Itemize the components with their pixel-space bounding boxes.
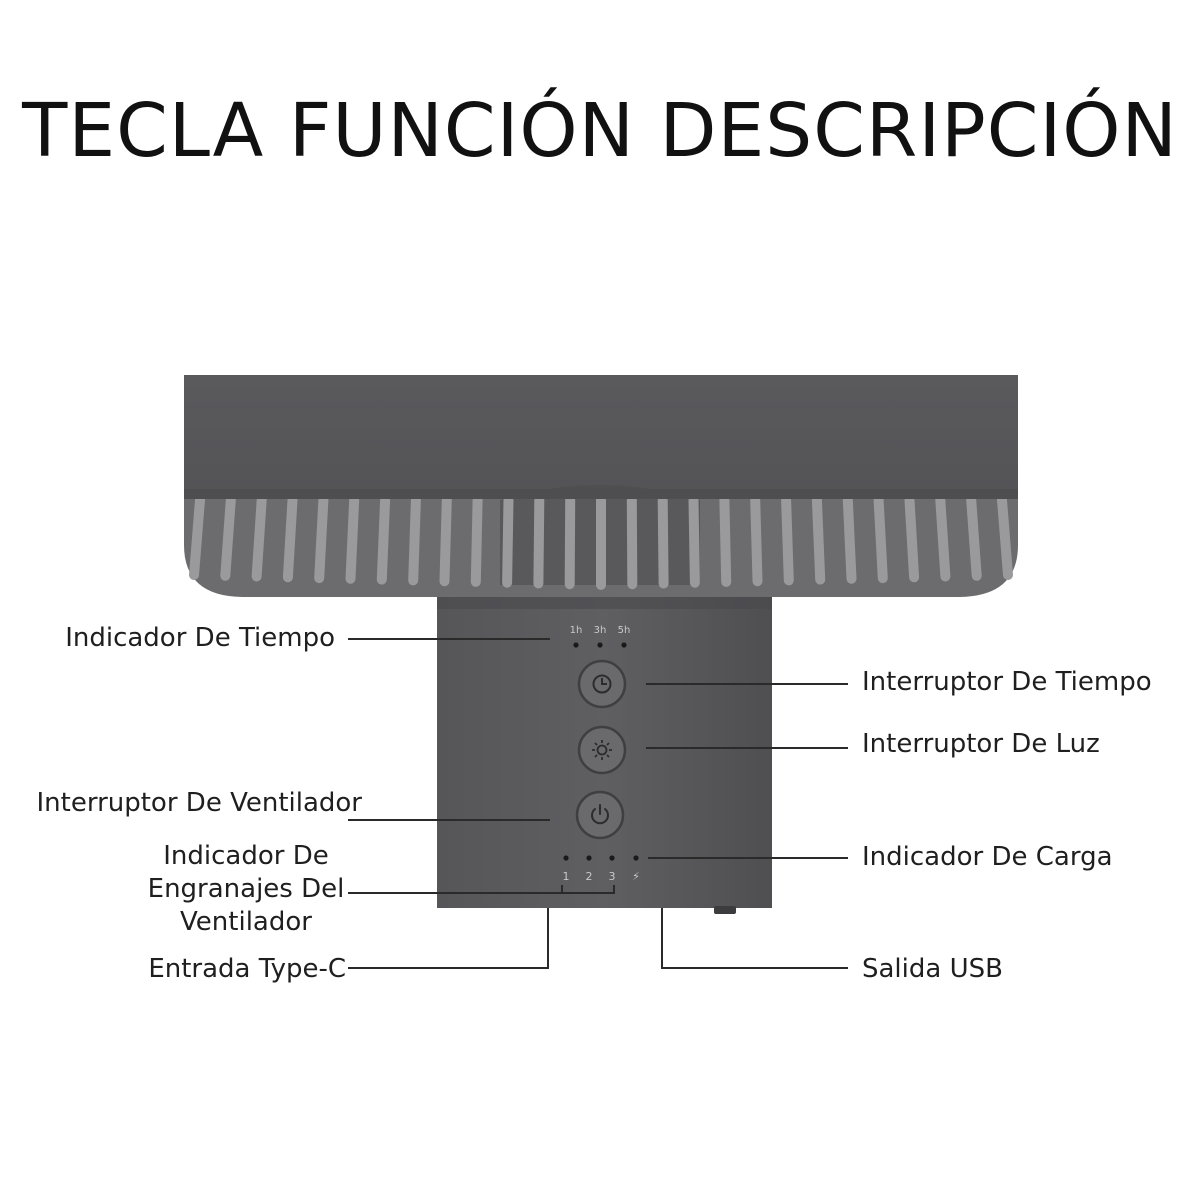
grille-bar <box>376 495 391 585</box>
timer-button[interactable] <box>577 659 627 709</box>
grille-bar <box>564 495 576 590</box>
power-icon <box>591 804 609 825</box>
leader-lines <box>348 638 848 969</box>
grille-bar <box>439 495 452 587</box>
page-title: TECLA FUNCIÓN DESCRIPCIÓN <box>22 88 1178 174</box>
label-indicador-engranajes-line1: Indicador De <box>163 841 329 871</box>
timer-mark-1h: 1h <box>570 625 583 636</box>
fan-rim <box>184 375 1018 491</box>
label-indicador-tiempo: Indicador De Tiempo <box>65 623 335 653</box>
timer-mark-3h: 3h <box>594 625 607 636</box>
timer-indicator-dots <box>573 642 627 648</box>
label-interruptor-luz: Interruptor De Luz <box>862 729 1100 759</box>
charge-indicator-dot <box>633 855 639 861</box>
grille-bar <box>842 495 857 584</box>
grille-bar <box>904 495 920 583</box>
grille-bar <box>873 495 888 584</box>
grille-bar <box>719 495 732 587</box>
grille-bar <box>345 495 360 584</box>
grille-bar <box>314 495 329 584</box>
gear-mark-1: 1 <box>563 870 570 883</box>
grille-bar <box>470 495 483 587</box>
grille-bar <box>750 495 763 587</box>
fan-grille <box>184 485 1018 597</box>
label-interruptor-ventilador: Interruptor De Ventilador <box>36 788 363 818</box>
grille-bar <box>282 495 298 583</box>
grille-bar <box>251 495 267 582</box>
grille-bar <box>189 495 205 580</box>
label-entrada-typec: Entrada Type-C <box>148 954 346 984</box>
grille-bar <box>688 495 700 588</box>
sun-icon <box>592 740 612 760</box>
grille-bar <box>533 495 545 589</box>
clock-icon <box>592 674 612 694</box>
gear-indicator-dots <box>563 855 615 861</box>
label-indicador-engranajes: Indicador De Engranajes Del Ventilador <box>140 840 352 939</box>
light-button[interactable] <box>577 725 627 775</box>
gear-mark-2: 2 <box>586 870 593 883</box>
label-indicador-engranajes-line2: Engranajes Del <box>147 874 345 904</box>
grille-bar <box>502 495 514 588</box>
grille-bar <box>220 495 236 581</box>
gear-mark-3: 3 <box>609 870 616 883</box>
timer-mark-5h: 5h <box>618 625 631 636</box>
usb-port <box>714 906 736 914</box>
charge-mark: ⚡ <box>632 870 640 883</box>
grille-bar <box>966 495 982 581</box>
grille-bar <box>408 495 421 586</box>
grille-bar <box>997 495 1013 580</box>
label-salida-usb: Salida USB <box>862 954 1003 984</box>
power-button[interactable] <box>575 790 625 840</box>
grille-bar <box>935 495 951 582</box>
grille-bar <box>811 495 826 585</box>
label-interruptor-tiempo: Interruptor De Tiempo <box>862 667 1152 697</box>
label-indicador-engranajes-line3: Ventilador <box>180 907 312 937</box>
grille-bar <box>781 495 794 586</box>
grille-bar <box>626 495 638 590</box>
label-indicador-carga: Indicador De Carga <box>862 842 1113 872</box>
grille-bar <box>657 495 669 589</box>
